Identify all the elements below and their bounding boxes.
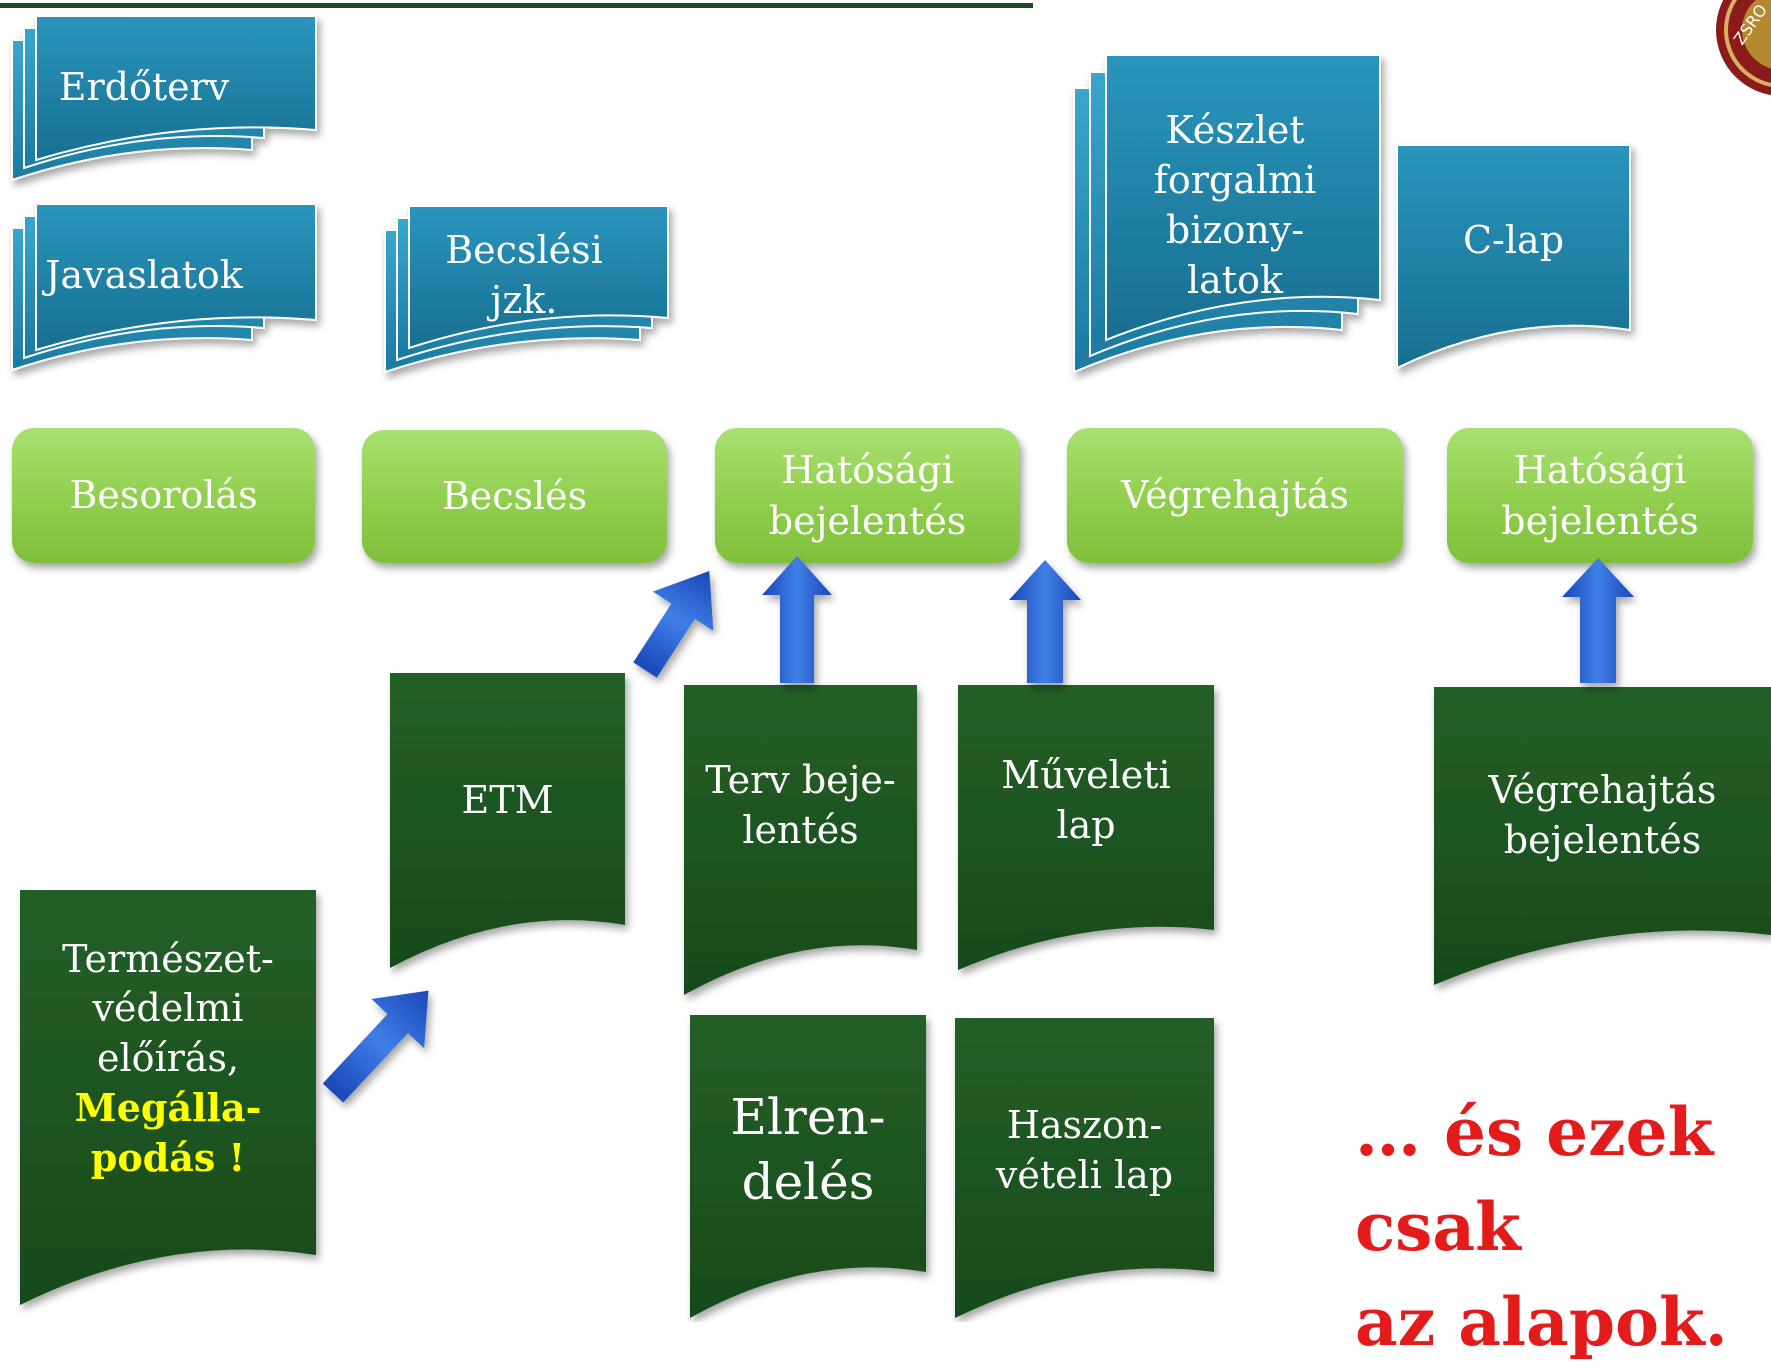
step-hatosagi-1-label: Hatósági bejelentés [768,448,967,543]
step-besorolas [12,428,315,563]
step-hatosagi-2 [1447,428,1753,563]
termeszetvedelmi-text: Természet- védelmi előírás, Megálla- pod… [20,935,316,1182]
erdoterv-doc [11,15,317,182]
c-lap-doc [1396,144,1631,370]
terv-bejelentes-doc [684,685,917,995]
elrendeles-label: Elren- delés [730,1088,886,1211]
becslesi-doc [384,205,669,374]
terv-bejelentes-label: Terv beje- lentés [705,757,896,852]
javaslatok-doc [11,203,317,372]
vegrehajtas-bejelentes-doc [1434,687,1771,985]
keszlet-label: Készlet forgalmi bizony- latok [1153,107,1317,303]
termeszetvedelmi-doc [20,890,316,1305]
etm-doc [390,673,625,968]
c-lap-label: C-lap [1462,217,1565,262]
muveleti-lap-doc [958,685,1214,970]
step-becsles-label: Becslés [441,474,588,519]
muveleti-lap-label: Műveleti lap [1001,752,1171,847]
step-besorolas-label: Besorolás [69,473,258,518]
closing-note: … és ezek csak az alapok. [1355,1093,1728,1362]
top-rule [0,3,1033,8]
haszonveteli-doc [955,1018,1214,1318]
step-hatosagi-2-label: Hatósági bejelentés [1501,448,1699,543]
elrendeles-doc [690,1015,926,1318]
vegrehajtas-bejelentes-label: Végrehajtás bejelentés [1488,767,1717,862]
step-becsles [362,430,667,563]
keszlet-doc [1073,54,1381,374]
university-seal-logo: ZSRO [1716,0,1771,96]
arrow-etm-to-hatosagi [633,571,714,678]
javaslatok-label: Javaslatok [45,252,243,297]
etm-label: ETM [461,777,554,822]
termeszetvedelmi-label: Természet- védelmi előírás, [62,937,274,1080]
erdoterv-label: Erdőterv [58,64,230,109]
arrow-vegrehajtas-bej-to-hatosagi [1562,558,1634,683]
step-vegrehajtas-label: Végrehajtás [1121,473,1349,518]
arrow-muveleti-to-vegrehajtas [1009,560,1081,683]
haszonveteli-label: Haszon- vételi lap [995,1102,1174,1197]
step-vegrehajtas [1067,428,1403,563]
megallapodas-label: Megálla- podás ! [74,1085,262,1180]
arrow-termeszet-to-etm [322,990,429,1103]
becslesi-label: Becslési jzk. [445,227,603,322]
diagram-canvas [11,15,1771,1318]
step-hatosagi-1 [715,428,1020,563]
arrow-terv-to-hatosagi [762,556,832,683]
